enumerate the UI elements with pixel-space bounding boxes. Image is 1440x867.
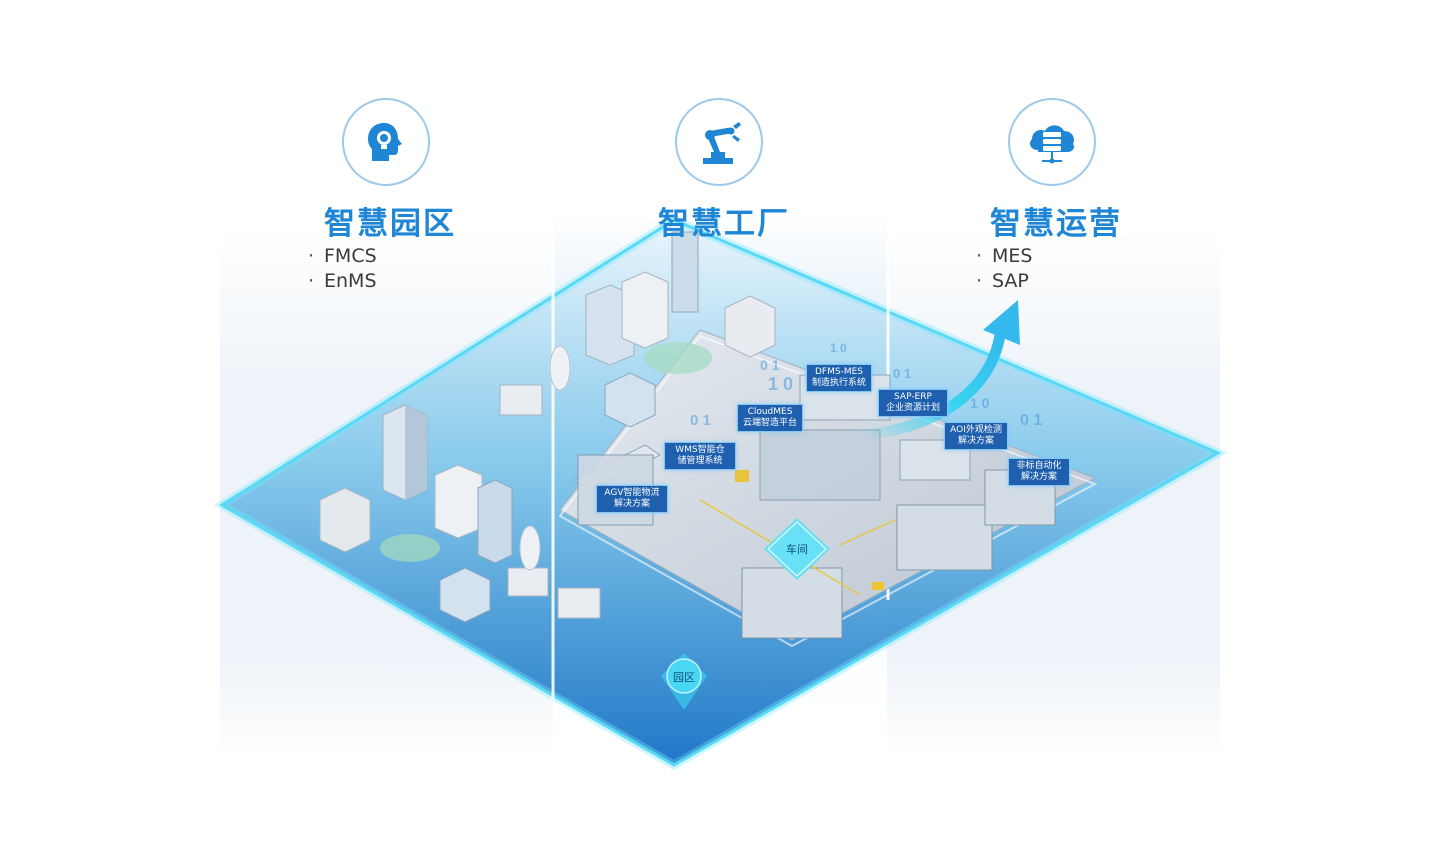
factory-equipment — [574, 374, 1056, 639]
svg-text:0 1: 0 1 — [1020, 412, 1042, 429]
section-title: 智慧运营 — [990, 206, 1122, 242]
tag-agv[interactable]: AGV智能物流解决方案 — [596, 485, 668, 513]
section-item-list: ·MES ·SAP — [976, 244, 1032, 294]
tag-nonstandard-automation[interactable]: 非标自动化解决方案 — [1008, 458, 1070, 486]
park-label[interactable]: 园区 — [673, 671, 695, 684]
data-stream-digits: 0 1 1 0 0 1 0 1 1 0 0 1 1 0 — [690, 341, 1042, 429]
list-item: ·FMCS — [308, 245, 377, 267]
workshop-marker — [764, 518, 830, 580]
cloud-server-icon — [1008, 98, 1096, 186]
section-item-list: ·FMCS ·EnMS — [308, 244, 377, 294]
svg-text:0 1: 0 1 — [760, 357, 780, 373]
robot-arm-icon — [675, 98, 763, 186]
tag-wms[interactable]: WMS智能仓储管理系统 — [664, 442, 736, 470]
head-lightbulb-icon — [342, 98, 430, 186]
section-title: 智慧工厂 — [658, 206, 790, 242]
svg-text:1 0: 1 0 — [768, 374, 793, 394]
park-marker — [661, 653, 707, 710]
factory-top-buildings — [585, 231, 776, 428]
workshop-label[interactable]: 车间 — [786, 543, 808, 556]
list-item: ·SAP — [976, 270, 1029, 292]
list-item: ·EnMS — [308, 270, 377, 292]
list-item: ·MES — [976, 245, 1033, 267]
svg-text:0 1: 0 1 — [690, 412, 711, 429]
section-title: 智慧园区 — [324, 206, 456, 242]
growth-arrow — [854, 329, 1006, 441]
svg-text:1 0: 1 0 — [970, 395, 990, 411]
park-buildings — [319, 345, 601, 623]
tag-aoi[interactable]: AOI外观检测解决方案 — [944, 422, 1008, 450]
growth-arrow-head — [983, 300, 1020, 345]
svg-text:1 0: 1 0 — [830, 341, 847, 355]
svg-text:0 1: 0 1 — [893, 366, 911, 381]
platform-edge — [219, 218, 1222, 767]
